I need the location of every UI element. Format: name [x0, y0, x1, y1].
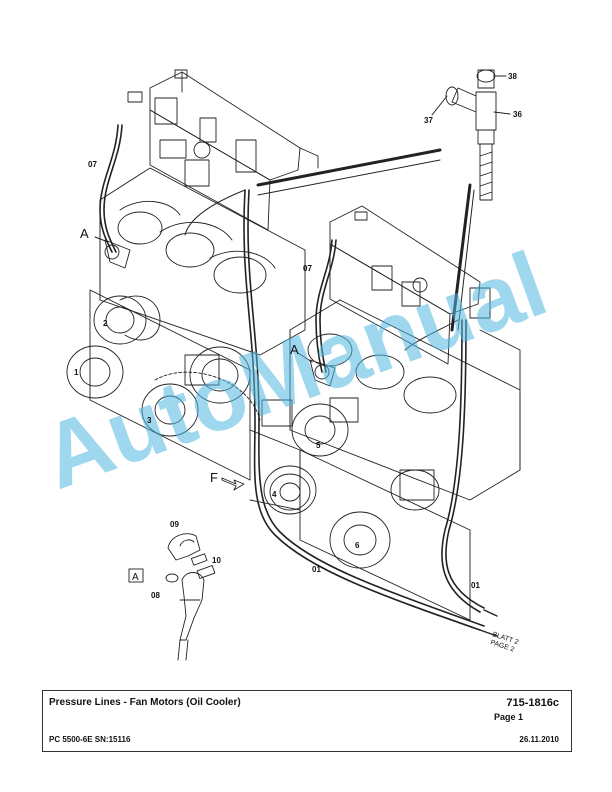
document-number: 715-1816c	[506, 697, 559, 709]
leader-lines	[94, 75, 511, 363]
clamp-detail	[165, 533, 216, 661]
motor-label-6: 6	[355, 541, 360, 550]
part-label-07-upper: 07	[88, 160, 97, 169]
part-label-01-left: 01	[312, 565, 321, 574]
detail-box-a	[128, 568, 144, 583]
detail-box-a-letter: A	[132, 572, 139, 583]
document-date: 26.11.2010	[519, 735, 559, 744]
part-label-37: 37	[424, 116, 433, 125]
view-direction-arrow	[221, 477, 245, 491]
hoses	[99, 124, 485, 631]
parts-diagram: AutoManual A A F 38 37 36 07 07 01 01 09…	[30, 69, 560, 661]
document-title: Pressure Lines - Fan Motors (Oil Cooler)	[49, 697, 241, 708]
page-number: Page 1	[493, 712, 523, 722]
part-label-36: 36	[513, 110, 522, 119]
part-label-01-right: 01	[471, 581, 480, 590]
motor-label-3: 3	[147, 416, 152, 425]
part-label-08: 08	[151, 591, 160, 600]
continuation-arrows	[479, 609, 498, 637]
motor-label-5: 5	[316, 441, 321, 450]
machine-model: PC 5500-6E SN:15116	[49, 735, 131, 744]
view-letter-a-upper: A	[80, 226, 89, 241]
part-label-10: 10	[212, 556, 221, 565]
t-fitting-detail	[445, 69, 497, 201]
part-label-38: 38	[508, 72, 517, 81]
part-label-07-lower: 07	[303, 264, 312, 273]
gearbox-right	[263, 205, 521, 621]
view-letter-f: F	[210, 470, 218, 485]
watermark: AutoManual	[30, 233, 560, 509]
motor-label-1: 1	[74, 368, 79, 377]
title-block: Pressure Lines - Fan Motors (Oil Cooler)…	[42, 690, 572, 752]
view-letter-a-lower: A	[290, 342, 299, 357]
gearbox-left	[66, 69, 319, 511]
part-label-09: 09	[170, 520, 179, 529]
motor-label-4: 4	[272, 490, 277, 499]
motor-label-2: 2	[103, 319, 108, 328]
